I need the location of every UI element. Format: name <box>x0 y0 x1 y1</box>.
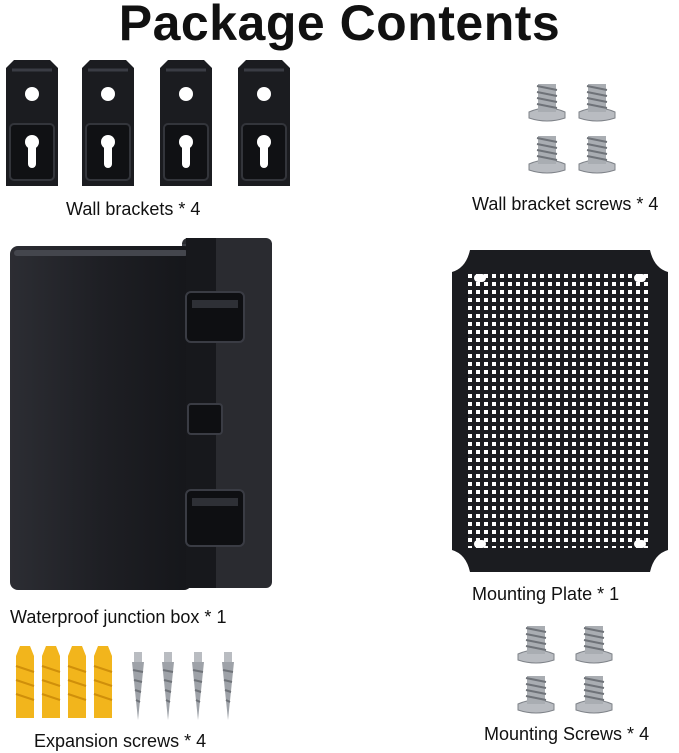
mounting-plate-label: Mounting Plate * 1 <box>472 584 620 604</box>
wall-bracket-icon <box>158 58 214 188</box>
long-screw-icon <box>191 651 205 721</box>
wall-brackets-image <box>6 58 292 188</box>
wall-bracket-screws-image <box>528 83 616 174</box>
screw-icon <box>528 84 566 122</box>
screw-icon <box>575 675 613 714</box>
anchor-icon <box>93 645 113 719</box>
long-screw-icon <box>132 652 144 720</box>
expansion-screws-image <box>15 645 235 721</box>
anchor-icon <box>67 645 87 719</box>
screw-icon <box>517 675 555 714</box>
expansion-screws-label: Expansion screws * 4 <box>34 731 207 751</box>
wall-brackets-label: Wall brackets * 4 <box>66 199 201 219</box>
screw-icon <box>578 135 616 174</box>
screw-icon <box>517 625 555 664</box>
long-screw-icon <box>161 651 175 721</box>
screw-icon <box>528 135 566 174</box>
page-title: Package Contents <box>118 0 561 51</box>
mounting-screws-image <box>517 625 613 714</box>
mounting-screws-label: Mounting Screws * 4 <box>484 724 650 744</box>
screw-icon <box>578 83 616 122</box>
long-screw-icon <box>221 651 235 721</box>
junction-box-label: Waterproof junction box * 1 <box>10 607 227 627</box>
anchor-icon <box>41 645 61 719</box>
wall-bracket-icon <box>80 58 136 188</box>
junction-box-image <box>10 238 272 590</box>
wall-bracket-screws-label: Wall bracket screws * 4 <box>472 194 659 214</box>
anchor-icon <box>15 646 35 718</box>
wall-bracket-icon <box>236 58 292 188</box>
screw-icon <box>575 625 613 664</box>
wall-bracket-icon <box>6 60 58 186</box>
mounting-plate-image <box>452 250 668 572</box>
